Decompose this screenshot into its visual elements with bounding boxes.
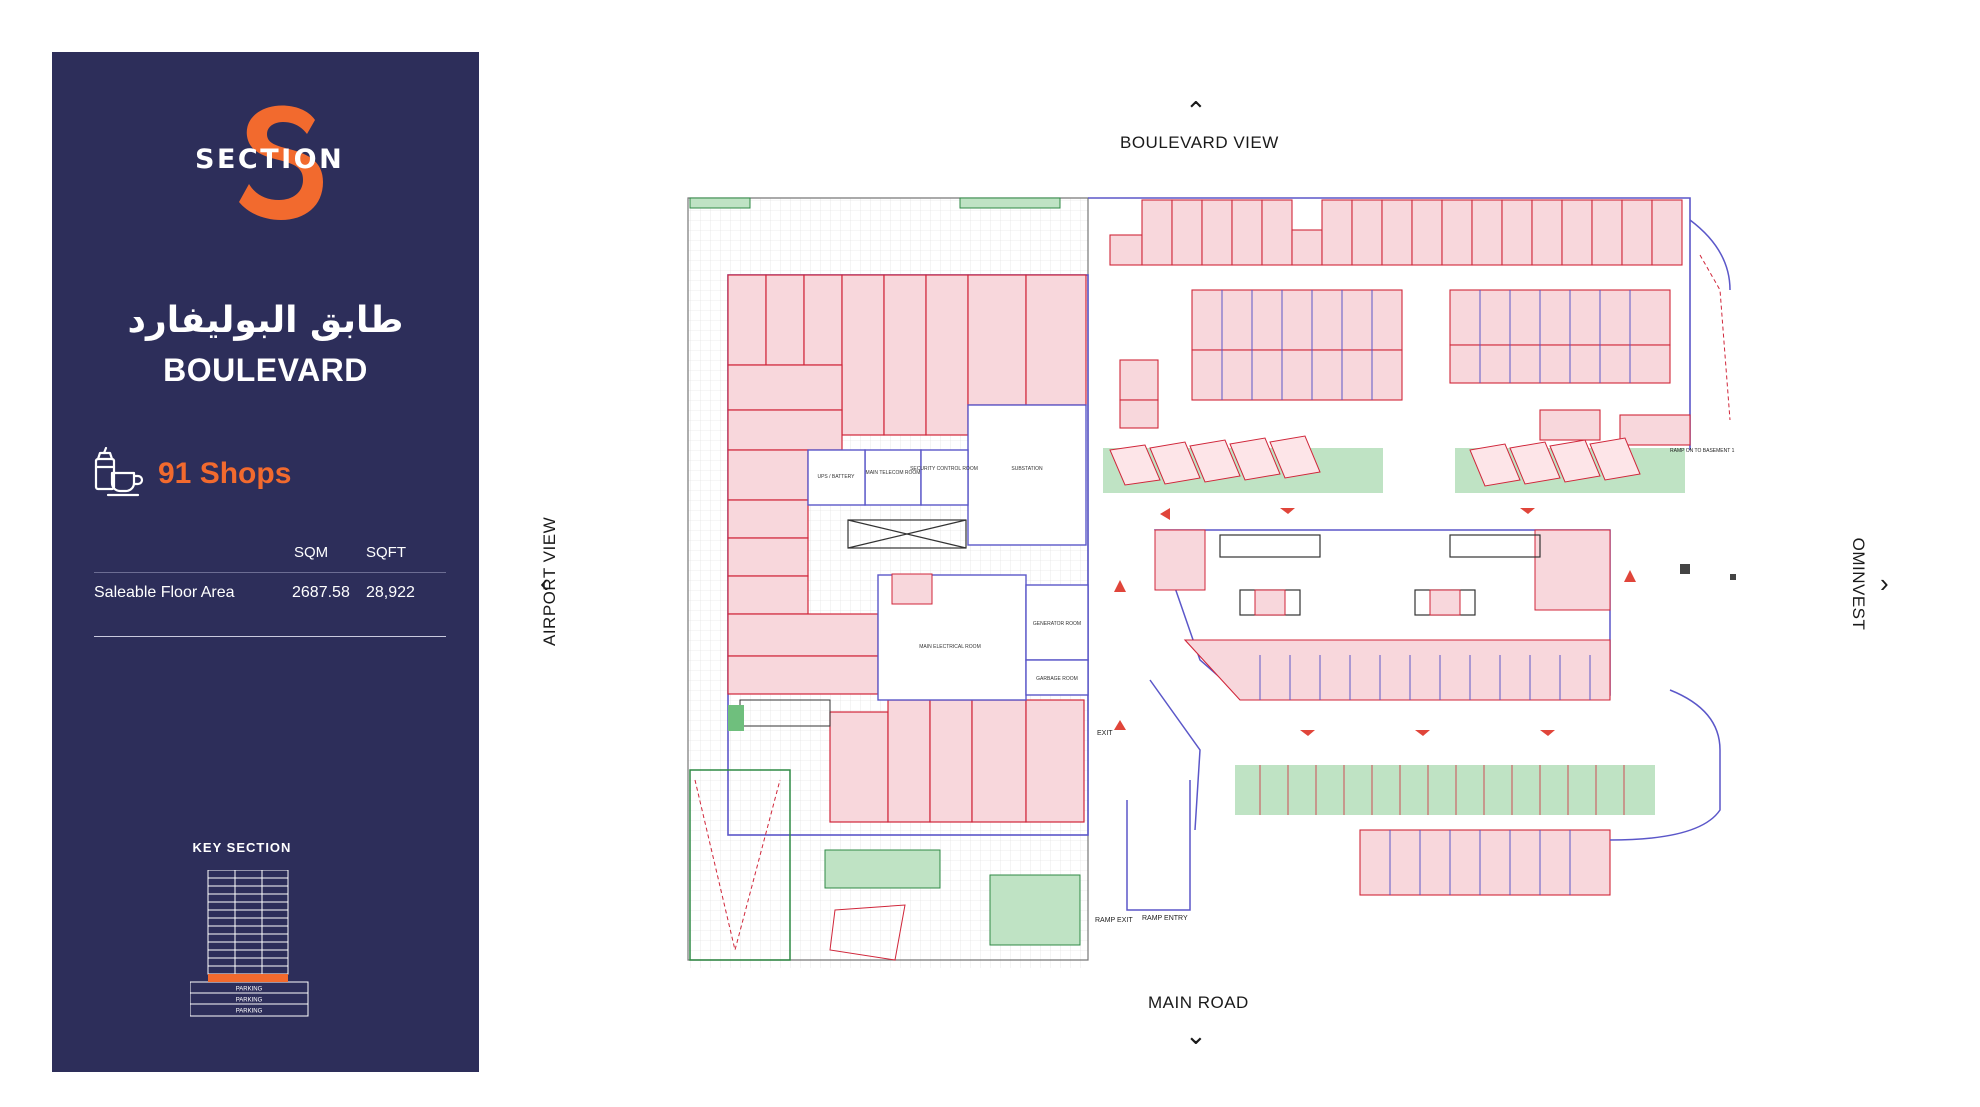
floor-title-english: BOULEVARD [163,352,368,388]
compass-bottom-label: MAIN ROAD [1148,993,1249,1012]
chevron-up-icon[interactable]: ⌃ [1185,96,1207,126]
ramp-basement-label: RAMP ON TO BASEMENT 1 [1670,448,1735,454]
key-level-label: PARKING [236,998,263,1004]
col-header-sqft: SQFT [366,544,406,561]
main-electrical-label: MAIN ELECTRICAL ROOM [919,644,981,650]
exit-label: EXIT [1097,730,1113,737]
west-shop-block [727,274,1089,836]
circulation-arrows [1114,508,1636,736]
compass-left-label: AIRPORT VIEW [540,516,559,646]
saleable-area-label: Saleable Floor Area [94,584,235,601]
section-s-logo-icon [239,105,323,220]
compass-top-label: BOULEVARD VIEW [1120,133,1279,152]
ramps [689,254,1731,961]
col-header-sqm: SQM [294,544,329,561]
table-divider [94,636,446,637]
chevron-right-icon[interactable]: › [1880,568,1889,598]
building-key-diagram: PARKING PARKING PARKING [190,870,309,1017]
parking-zone-north [1103,435,1685,493]
security-room-label: SECURITY CONTROL ROOM [910,466,978,472]
saleable-area-sqm: 2687.58 [292,584,350,601]
table-divider [94,572,446,573]
saleable-area-sqft: 28,922 [366,584,415,601]
ramp-exit-label: RAMP EXIT [1095,917,1133,924]
floor-plan: SUBSTATION MAIN ELECTRICAL ROOM GENERATO… [687,197,1736,968]
telecom-room-label: MAIN TELECOM ROOM [866,470,921,476]
garbage-room-label: GARBAGE ROOM [1036,676,1078,682]
key-section-title: KEY SECTION [192,840,292,855]
parking-zone-south [1235,689,1721,896]
coffee-shop-icon [94,447,144,497]
north-shop-row [1109,199,1683,266]
ups-room-label: UPS / BATTERY [817,474,855,480]
central-shop-clusters [1119,289,1691,446]
section-logo: SECTION [192,102,362,222]
key-level-label: PARKING [236,1009,263,1015]
chevron-left-icon[interactable]: ‹ [540,568,549,598]
compass-right-label: OMINVEST [1849,537,1868,631]
substation-label: SUBSTATION [1011,466,1043,472]
key-level-label: PARKING [236,987,263,993]
generator-room-label: GENERATOR ROOM [1033,621,1081,627]
shops-count: 91 Shops [158,457,292,490]
floor-title-arabic: طابق البوليفارد [127,300,404,341]
chevron-down-icon[interactable]: ⌄ [1185,1020,1207,1050]
logo-text: SECTION [195,144,345,175]
info-sidebar: SECTION طابق البوليفارد BOULEVARD 91 Sho… [52,52,479,1072]
south-central-block [1153,529,1611,701]
ramp-entry-label: RAMP ENTRY [1142,915,1188,922]
